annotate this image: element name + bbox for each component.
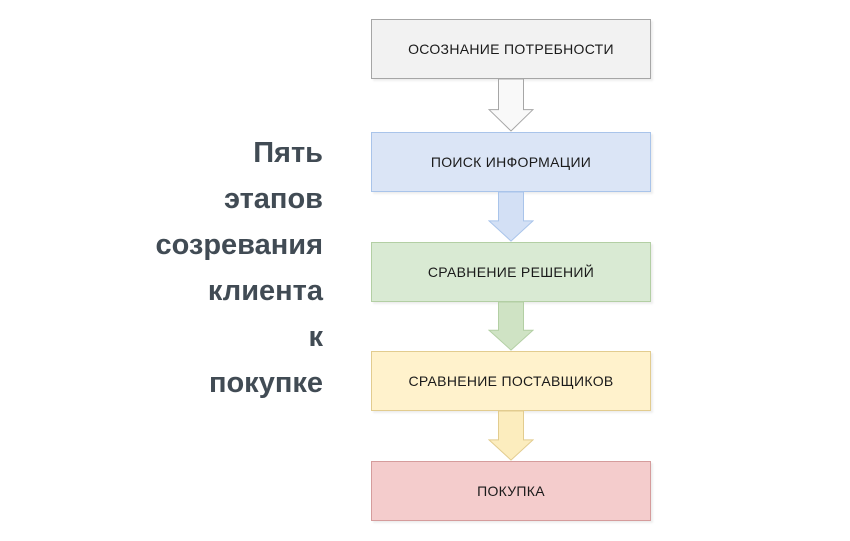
- stage-label: СРАВНЕНИЕ ПОСТАВЩИКОВ: [408, 373, 614, 389]
- down-arrow-icon: [488, 411, 534, 461]
- title-line: созревания: [155, 229, 323, 261]
- title-line: клиента: [207, 275, 323, 307]
- down-arrow-icon: [488, 302, 534, 351]
- title-line: Пять: [253, 137, 323, 169]
- flow-column: ОСОЗНАНИЕ ПОТРЕБНОСТИ ПОИСК ИНФОРМАЦИИ СРА…: [371, 19, 651, 521]
- down-arrow-icon: [488, 79, 534, 132]
- stage-label: ОСОЗНАНИЕ ПОТРЕБНОСТИ: [408, 41, 614, 57]
- stage-box-1: ОСОЗНАНИЕ ПОТРЕБНОСТИ: [371, 19, 651, 79]
- stage-box-4: СРАВНЕНИЕ ПОСТАВЩИКОВ: [371, 351, 651, 411]
- stage-label: ПОИСК ИНФОРМАЦИИ: [430, 154, 592, 170]
- title-line: этапов: [223, 183, 323, 215]
- stage-box-5: ПОКУПКА: [371, 461, 651, 521]
- stage-label: ПОКУПКА: [477, 483, 545, 499]
- stage-label: СРАВНЕНИЕ РЕШЕНИЙ: [427, 264, 595, 280]
- title-line: к: [308, 321, 323, 353]
- stage-box-3: СРАВНЕНИЕ РЕШЕНИЙ: [371, 242, 651, 302]
- diagram-title: Пять этапов созревания клиента к покупке: [3, 130, 323, 406]
- stage-box-2: ПОИСК ИНФОРМАЦИИ: [371, 132, 651, 192]
- down-arrow-icon: [488, 192, 534, 242]
- title-line: покупке: [208, 367, 323, 399]
